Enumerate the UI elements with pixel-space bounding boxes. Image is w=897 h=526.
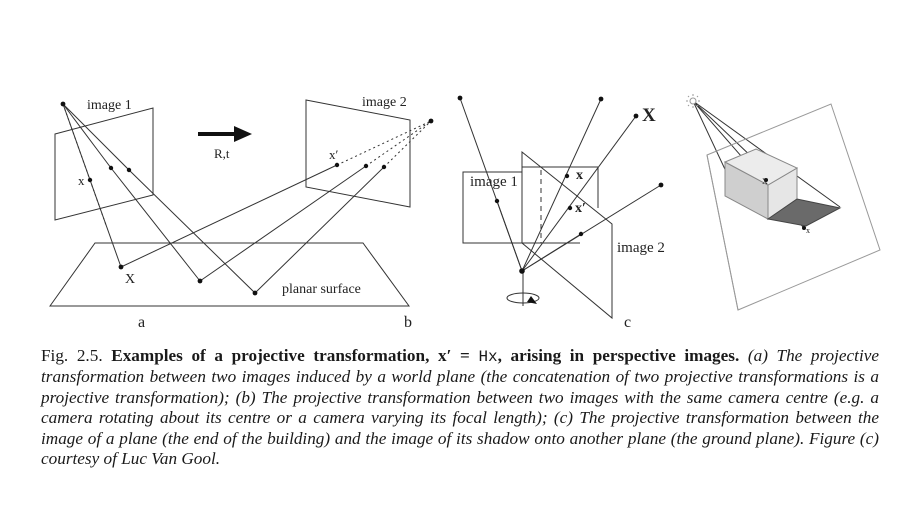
figure-illustration: image 1 x X planar surface R,t image 2 x… (49, 94, 881, 331)
label-x-d: x (806, 226, 810, 235)
sun-icon (686, 94, 700, 108)
panel-letter-b: b (404, 314, 412, 331)
caption-title-code: Hx (478, 348, 498, 366)
label-xprime-c: x′ (575, 201, 586, 216)
label-xprime-b: x′ (329, 147, 339, 162)
panel-letter-c: c (624, 314, 631, 331)
label-motion: R,t (214, 146, 230, 161)
shadow (766, 198, 842, 227)
caption-title-end: , arising in perspective images. (497, 346, 740, 365)
panel-letter-a: a (138, 314, 145, 331)
planar-surface (49, 242, 410, 307)
figure-caption: Fig. 2.5. Examples of a projective trans… (41, 346, 879, 469)
image1-plane (54, 107, 154, 221)
building-roof (723, 148, 799, 186)
image2-plane-c (521, 150, 613, 320)
label-image2-b: image 2 (362, 95, 407, 110)
label-X-c: X (642, 105, 656, 126)
caption-body: (a) The projective transformation betwee… (41, 346, 879, 469)
label-image1-c: image 1 (470, 174, 518, 190)
caption-figure-number: Fig. 2.5. (41, 346, 103, 365)
rotation-arrowhead (527, 296, 537, 304)
label-image1-a: image 1 (87, 98, 132, 113)
caption-title-start: Examples of a projective transformation,… (111, 346, 479, 365)
label-x-a: x (78, 173, 85, 188)
label-X-d: X (762, 177, 768, 186)
image2-plane (305, 99, 411, 208)
label-image2-c: image 2 (617, 240, 665, 256)
label-planar-surface: planar surface (282, 282, 361, 297)
label-X-a: X (125, 272, 135, 287)
label-x-c: x (576, 168, 583, 183)
